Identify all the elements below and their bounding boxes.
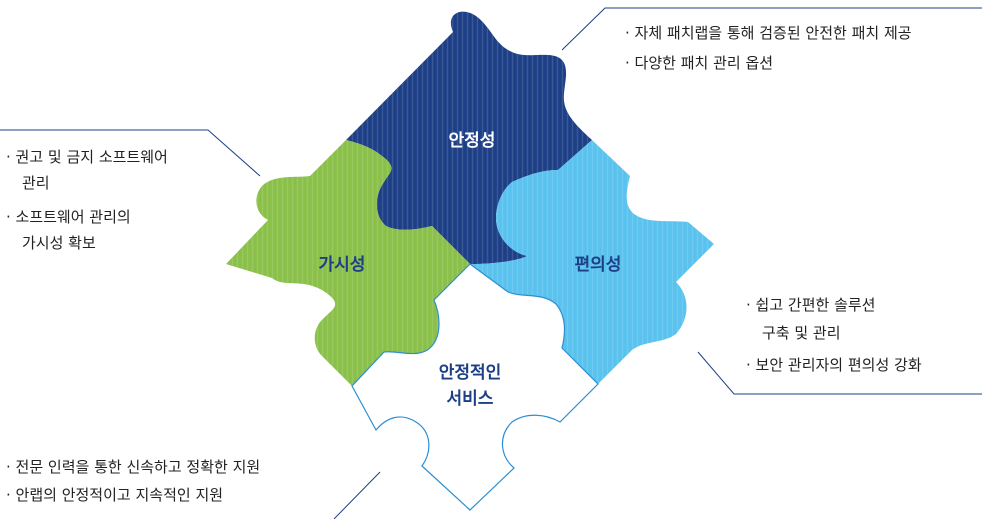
callout-left-line-1: · 권고 및 금지 소프트웨어 [6,148,168,166]
callout-left-line-4: 가시성 확보 [22,234,96,252]
callout-right-line-2: 구축 및 관리 [762,324,841,342]
callout-top-right-line-2: · 다양한 패치 관리 옵션 [625,54,773,72]
stability-label: 안정성 [449,131,496,151]
callout-bottom-left-line-1: · 전문 인력을 통한 신속하고 정확한 지원 [6,458,260,476]
callout-right-line-3: · 보안 관리자의 편의성 강화 [746,356,922,374]
leader-line-bottom-left [333,471,381,519]
stable-service-label-line1: 안정적인 [439,363,502,383]
callout-bottom-left: · 전문 인력을 통한 신속하고 정확한 지원 · 안랩의 안정적이고 지속적인… [6,458,260,504]
stable-service-label-line2: 서비스 [447,389,494,409]
callout-right-line-1: · 쉽고 간편한 솔루션 [746,296,875,314]
callout-top-right-line-1: · 자체 패치랩을 통해 검증된 안전한 패치 제공 [625,24,912,42]
leader-line-top-right [561,7,982,51]
convenience-label: 편의성 [575,255,622,275]
callout-top-right: · 자체 패치랩을 통해 검증된 안전한 패치 제공 · 다양한 패치 관리 옵… [625,24,912,72]
callout-left-line-2: 관리 [22,174,50,192]
callout-left: · 권고 및 금지 소프트웨어 관리 · 소프트웨어 관리의 가시성 확보 [6,148,168,252]
stable-service-shape [351,263,599,511]
leader-line-right [697,351,982,395]
puzzle-piece-stable-service: 안정적인 서비스 [351,263,599,511]
callout-bottom-left-line-2: · 안랩의 안정적이고 지속적인 지원 [6,486,223,504]
callout-left-line-3: · 소프트웨어 관리의 [6,208,131,226]
visibility-label: 가시성 [319,255,366,275]
callout-right: · 쉽고 간편한 솔루션 구축 및 관리 · 보안 관리자의 편의성 강화 [746,296,922,374]
leader-line-left [0,129,261,177]
